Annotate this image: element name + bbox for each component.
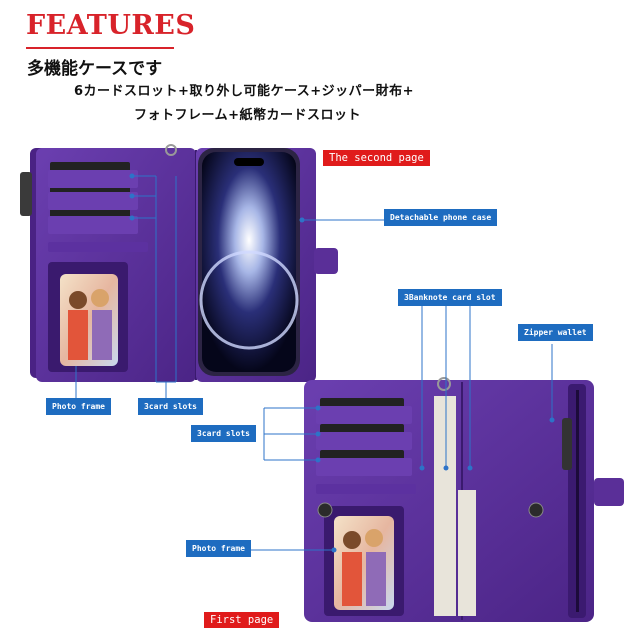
subtitle: 多機能ケースです xyxy=(27,59,163,79)
callout-dots xyxy=(129,173,555,553)
first-page-label: First page xyxy=(204,612,280,628)
feature-list-line-2: フォトフレーム+紙幣カードスロット xyxy=(134,108,362,123)
callout-card-slots-top: 3card slots xyxy=(138,398,203,415)
callout-photo-frame-bottom: Photo frame xyxy=(186,540,251,557)
title-underline xyxy=(26,47,174,49)
second-page-wallet xyxy=(20,144,338,382)
feature-list-line-1: 6カードスロット+取り外し可能ケース+ジッパー財布+ xyxy=(74,84,415,99)
first-page-wallet xyxy=(304,377,624,622)
callout-card-slots-bottom: 3card slots xyxy=(191,425,256,442)
second-page-label: The second page xyxy=(323,150,430,166)
callout-photo-frame-top: Photo frame xyxy=(46,398,111,415)
callout-banknote-card-slot: 3Banknote card slot xyxy=(398,289,502,306)
callout-detachable-phone-case: Detachable phone case xyxy=(384,209,498,226)
callout-lines xyxy=(75,175,553,551)
callout-zipper-wallet: Zipper wallet xyxy=(518,324,593,341)
features-title: FEATURES xyxy=(26,10,196,41)
